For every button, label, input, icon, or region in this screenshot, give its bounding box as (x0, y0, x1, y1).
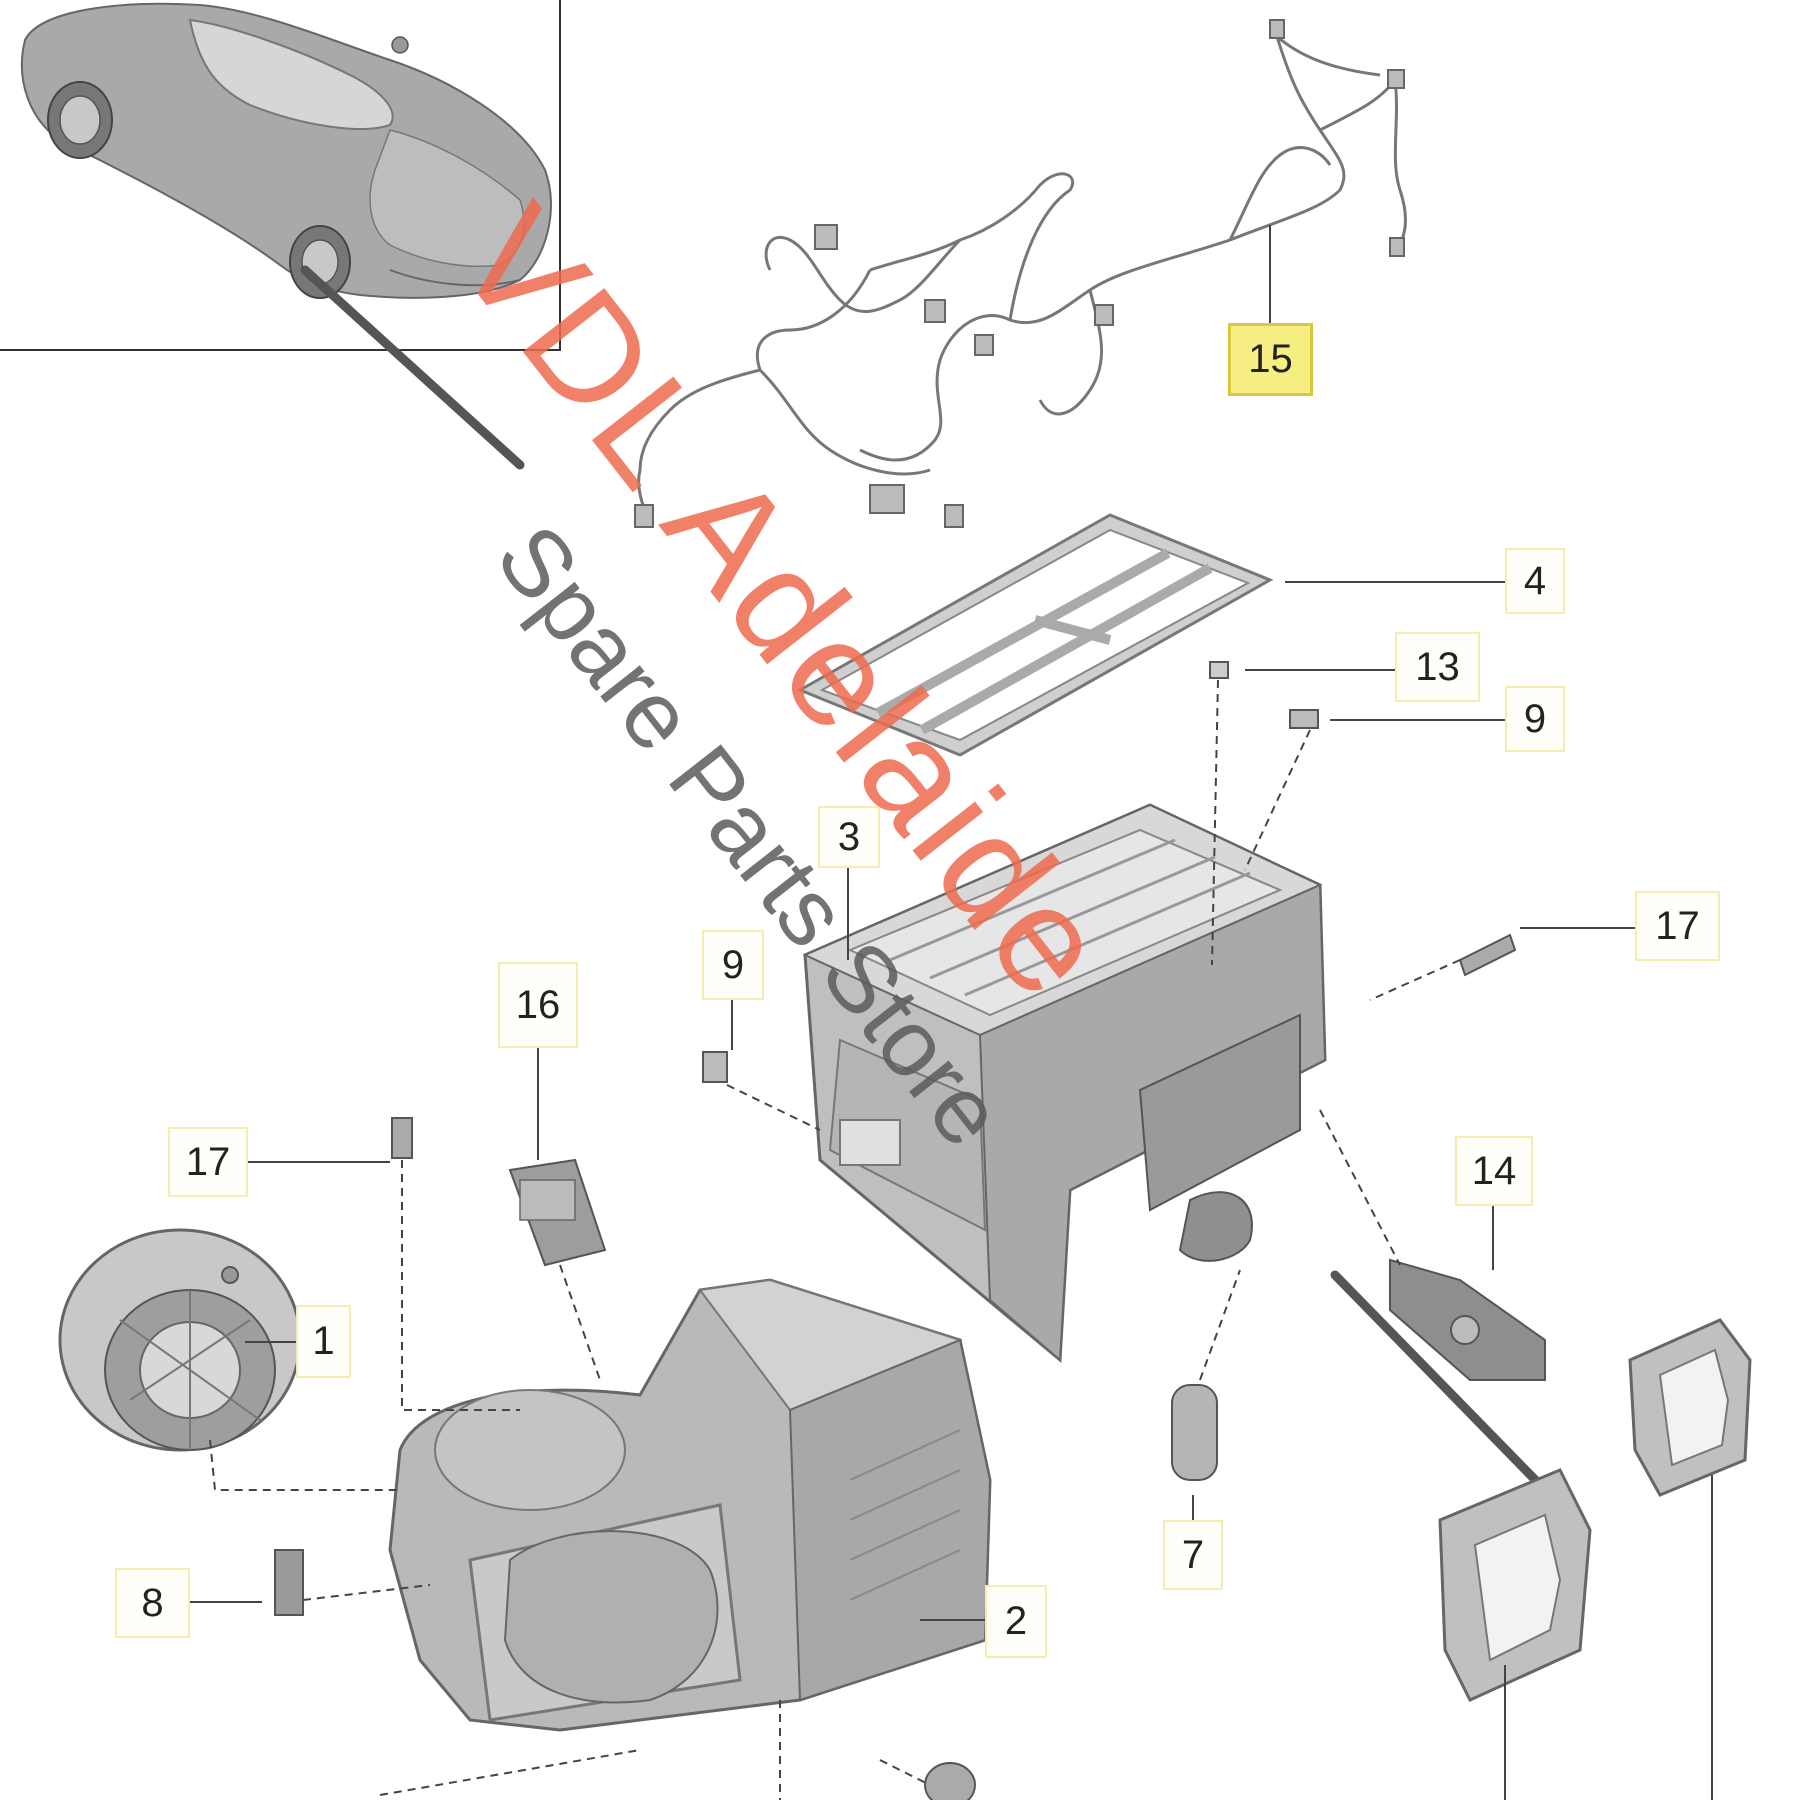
blower-housing-icon (388, 1278, 992, 1732)
car-icon (20, 2, 552, 299)
duct-icon (1438, 1318, 1752, 1702)
callout-8[interactable]: 8 (115, 1568, 190, 1638)
inset-leader-line (300, 265, 525, 470)
dashed-leader-lines (209, 679, 1461, 1800)
blower-motor-icon (58, 1228, 302, 1452)
duct-leader-line (1330, 1270, 1555, 1500)
sensor-17-right-icon (1458, 933, 1517, 977)
sensor-7-icon (1171, 1384, 1218, 1481)
grommet-icon (924, 1762, 976, 1800)
callout-17-right[interactable]: 17 (1635, 891, 1720, 961)
actuator-14-icon (1389, 1258, 1546, 1381)
filter-frame-icon (796, 513, 1274, 757)
leader-lines (190, 225, 1713, 1800)
clip-13-icon (1209, 661, 1229, 679)
vehicle-inset (0, 0, 561, 351)
callout-16[interactable]: 16 (498, 962, 578, 1048)
sensor-17-left-icon (391, 1117, 413, 1159)
callout-1[interactable]: 1 (296, 1305, 351, 1378)
callout-3[interactable]: 3 (818, 806, 880, 868)
hvac-housing-icon (802, 803, 1327, 1364)
callout-9-right[interactable]: 9 (1505, 686, 1565, 752)
callout-15[interactable]: 15 (1228, 323, 1313, 396)
sensor-9-left-icon (702, 1051, 728, 1083)
callout-17-left[interactable]: 17 (168, 1127, 248, 1197)
harness-icon (634, 19, 1407, 528)
callout-4[interactable]: 4 (1505, 548, 1565, 614)
sensor-8-icon (274, 1549, 304, 1616)
callout-9-left[interactable]: 9 (702, 930, 764, 1000)
sensor-9-right-icon (1289, 709, 1319, 729)
callout-13[interactable]: 13 (1395, 632, 1480, 702)
callout-7[interactable]: 7 (1163, 1520, 1223, 1590)
callout-2[interactable]: 2 (985, 1585, 1047, 1658)
callout-14[interactable]: 14 (1455, 1136, 1533, 1206)
sensor-16-icon (508, 1158, 607, 1267)
